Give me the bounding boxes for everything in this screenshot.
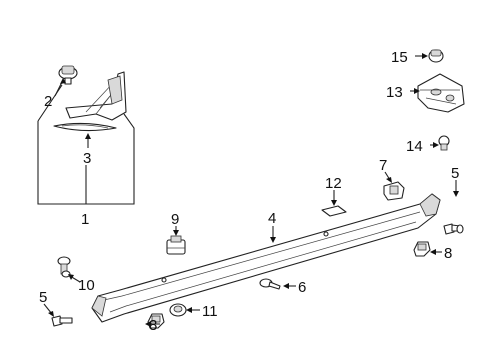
callout-9: 9 [171,211,179,228]
callout-12: 12 [325,175,342,192]
callout-1: 1 [81,211,89,228]
bracket-part-13 [417,73,465,113]
callout-14: 14 [406,138,423,155]
callout-13: 13 [386,84,403,101]
callout-5-left: 5 [39,289,47,306]
screw-part-6 [259,278,281,290]
nut-part-11 [169,303,187,317]
clip-part-2 [58,65,78,85]
bolt-part-5-left [51,315,73,327]
bracket-line-1 [37,113,135,205]
callout-8-right: 8 [444,245,452,262]
bolt-part-5-right [443,223,464,235]
nut-part-8-right [413,241,431,257]
callout-3: 3 [83,150,91,167]
callout-4: 4 [268,210,276,227]
callout-15: 15 [391,49,408,66]
callout-7: 7 [379,157,387,174]
clip-part-7 [383,181,405,201]
callout-5-right: 5 [451,165,459,182]
pin-part-14 [438,135,450,151]
tape-part-12 [321,205,347,217]
callout-11: 11 [202,303,218,320]
seal-part-3 [53,122,117,132]
upper-bracket-assembly [37,65,135,205]
bracket-piece [65,71,127,121]
callout-8-lower: 8 [149,317,157,334]
callout-10: 10 [78,277,95,294]
push-pin-part-10 [57,256,71,278]
rocker-panel-part-4 [91,193,441,323]
callout-6: 6 [298,279,306,296]
retainer-part-9 [166,235,186,255]
clip-part-15 [428,49,444,63]
callout-2: 2 [44,93,52,110]
